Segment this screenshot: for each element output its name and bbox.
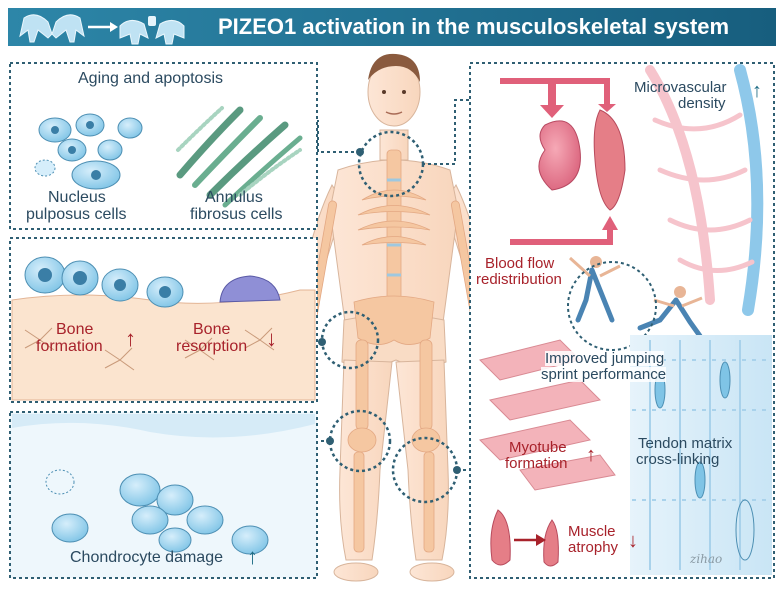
magnifier-hip xyxy=(320,310,380,370)
piezo-channel-icon-open xyxy=(119,16,185,45)
arrow-icon xyxy=(88,22,118,32)
figure-title: PIZEO1 activation in the musculoskeletal… xyxy=(218,14,730,39)
increase-arrow-icon: ↑ xyxy=(247,544,258,569)
increase-arrow-icon: ↑ xyxy=(752,80,762,102)
cartilage-surface xyxy=(12,414,315,438)
performance-label-line1: Improved jumping xyxy=(545,350,665,367)
flow-arrows xyxy=(500,78,618,245)
connector-dot xyxy=(318,338,326,346)
bone-resorption-label-line2: resorption xyxy=(176,338,248,355)
osteocyte-network xyxy=(24,327,275,371)
nucleus-pulposus-cells xyxy=(34,113,143,190)
muscle-organ xyxy=(593,109,626,211)
aging-heading: Aging and apoptosis xyxy=(78,70,223,87)
myotube-label-line1: Myotube xyxy=(509,439,567,456)
increase-arrow-icon: ↑ xyxy=(125,326,136,351)
bone-resorption-label-line1: Bone xyxy=(193,321,231,338)
chondrocyte-cells xyxy=(45,469,269,555)
connector-dot xyxy=(453,466,461,474)
performance-circle xyxy=(567,261,657,351)
annulus-fibrosus-cells xyxy=(176,106,303,208)
kidney-organ xyxy=(538,120,581,191)
tendon-label-line1: Tendon matrix xyxy=(638,435,733,452)
annulus-label-line1: Annulus xyxy=(205,189,263,206)
connector-dot xyxy=(326,437,334,445)
osteoblast-cells xyxy=(24,256,184,308)
microvascular-label-line1: Microvascular xyxy=(634,79,727,96)
myotube-fibres xyxy=(479,339,616,491)
jumping-athlete-icon xyxy=(568,256,621,323)
atrophy-label-line2: atrophy xyxy=(568,539,619,556)
atrophy-label-line1: Muscle xyxy=(568,523,616,540)
chondrocyte-label: Chondrocyte damage xyxy=(70,549,223,566)
connector-dot xyxy=(356,148,364,156)
sprinting-athlete-icon xyxy=(637,286,703,339)
magnifier-knee xyxy=(328,409,392,473)
increase-arrow-icon: ↑ xyxy=(586,444,596,466)
osteoclast-cell xyxy=(219,275,281,303)
muscle-atrophy-icons xyxy=(490,509,559,567)
decrease-arrow-icon: ↓ xyxy=(266,326,277,351)
tendon-label-line2: cross-linking xyxy=(636,451,720,468)
artist-signature: zihao xyxy=(690,552,723,566)
microvascular-label-line2: density xyxy=(678,95,726,112)
tenocyte-cells xyxy=(654,361,755,561)
skeleton-illustration xyxy=(307,149,481,553)
nucleus-label-line2: pulposus cells xyxy=(26,206,127,223)
myotube-label-line2: formation xyxy=(505,455,568,472)
nucleus-label-line1: Nucleus xyxy=(48,189,106,206)
microvascular-network xyxy=(645,64,764,316)
bone-formation-label-line2: formation xyxy=(36,338,103,355)
bone-formation-label-line1: Bone xyxy=(56,321,94,338)
annulus-label-line2: fibrosus cells xyxy=(190,206,283,223)
performance-label-line2: sprint performance xyxy=(541,366,667,383)
decrease-arrow-icon: ↓ xyxy=(628,530,638,552)
piezo-channel-icon-closed xyxy=(19,14,85,43)
blood-flow-label-line2: redistribution xyxy=(476,271,562,288)
blood-flow-label-line1: Blood flow xyxy=(485,255,555,272)
